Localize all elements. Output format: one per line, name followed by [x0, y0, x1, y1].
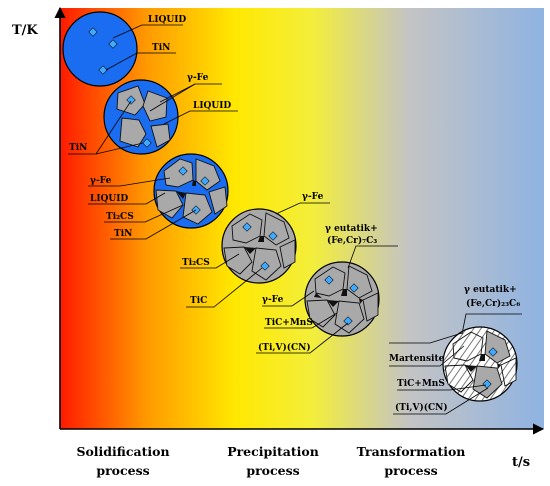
microstructure-circle-late-solidification [153, 153, 229, 229]
tin-precipitate [98, 65, 108, 75]
microstructure-circle-liquid [62, 11, 138, 87]
label-liquid-1: LIQUID [148, 15, 186, 25]
x-axis-label: t/s [512, 455, 530, 470]
y-axis-label: T/K [12, 23, 38, 38]
stage-precipitation-line2: process [246, 463, 299, 478]
tin-precipitate [108, 39, 118, 49]
label-gamma-eutatik-5: γ eutatik+ [325, 224, 378, 234]
stage-solidification-line1: Solidification [76, 444, 169, 459]
label-gamma-fe-4: γ-Fe [302, 192, 324, 202]
microstructure-circle-primary-austenite [103, 79, 179, 155]
label-tic-4: TiC [190, 296, 207, 306]
label-liquid-3: LIQUID [90, 194, 128, 204]
label-carbide-5: (Fe,Cr)₇C₃ [327, 235, 377, 246]
label-tic-mns-5: TiC+MnS [265, 318, 313, 328]
label-ti2cs-4: Ti₂CS [182, 258, 210, 268]
microstructure-circle-austenite [221, 208, 297, 284]
label-martensite-6: Martensite [389, 354, 445, 364]
label-ti2cs-3: Ti₂CS [106, 212, 134, 222]
microstructure-circle-martensite [442, 326, 518, 402]
stage-transformation-line2: process [384, 463, 437, 478]
stage-solidification-line2: process [96, 463, 149, 478]
label-tivcn-6: (Ti,V)(CN) [395, 402, 448, 413]
label-liquid-2: LIQUID [193, 101, 231, 111]
label-tin-2: TiN [69, 143, 87, 153]
stage-transformation-line1: Transformation [357, 444, 466, 459]
label-tic-mns-6: TiC+MnS [397, 379, 445, 389]
label-tin-1: TiN [152, 43, 170, 53]
label-gamma-fe-2: γ-Fe [187, 73, 209, 83]
label-gamma-fe-5: γ-Fe [262, 295, 284, 305]
microstructure-circle-eutectic [304, 261, 380, 337]
label-tivcn-5: (Ti,V)(CN) [258, 342, 311, 353]
stage-precipitation-line1: Precipitation [227, 444, 319, 459]
label-carbide-6: (Fe,Cr)₂₃C₆ [466, 298, 520, 309]
label-gamma-eutatik-6: γ eutatik+ [464, 285, 517, 295]
tin-precipitate [88, 27, 98, 37]
label-gamma-fe-3: γ-Fe [90, 176, 112, 186]
label-tin-3: TiN [114, 229, 132, 239]
